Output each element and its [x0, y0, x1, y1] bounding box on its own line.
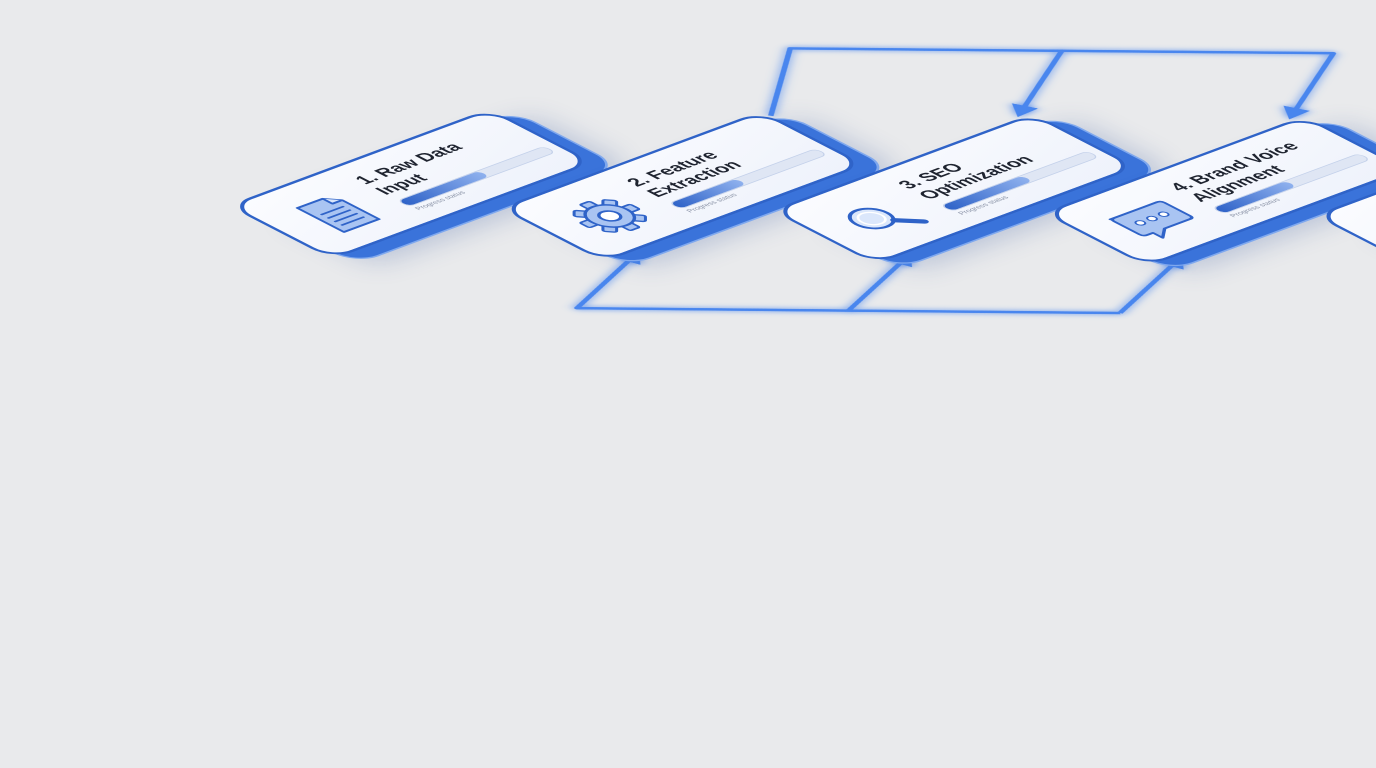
loop-left-to-feature-extraction [574, 251, 1121, 315]
connector-layer [474, 47, 1376, 315]
loop-left-to-brand-voice-alignment [1117, 255, 1184, 314]
gear-icon [550, 189, 670, 242]
loop-right-to-brand-voice-alignment [1061, 49, 1337, 120]
chat-bubble-icon [1093, 194, 1213, 247]
devices-mail-icon [1364, 197, 1376, 250]
magnifier-icon [821, 192, 941, 245]
document-icon [278, 187, 398, 240]
loop-right-to-seo-optimization [768, 47, 1065, 118]
loop-left-to-seo-optimization [845, 253, 913, 312]
